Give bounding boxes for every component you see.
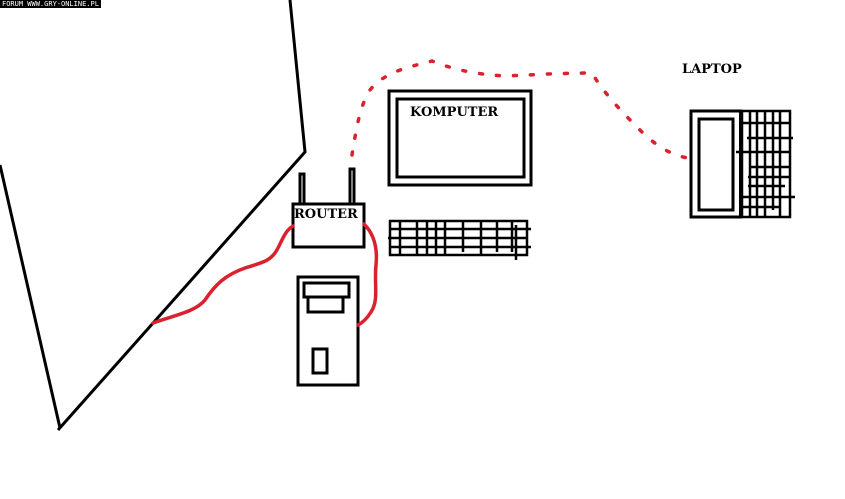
wifi-link — [350, 59, 690, 160]
wall-outline — [56, 0, 307, 431]
cables — [151, 59, 690, 327]
pc-tower — [296, 275, 360, 387]
wall-lines — [0, 0, 307, 431]
router-label: ROUTER — [294, 207, 358, 222]
watermark: FORUM WWW.GRY-ONLINE.PL — [0, 0, 101, 8]
computer-keyboard — [388, 219, 531, 260]
wall-to-router-cable — [151, 224, 295, 325]
laptop-label: LAPTOP — [682, 62, 742, 77]
computer-label: KOMPUTER — [410, 105, 499, 120]
monitor — [387, 89, 533, 187]
laptop — [689, 109, 795, 219]
wall-left-edge — [0, 164, 62, 429]
router-to-pc-cable — [356, 222, 379, 327]
